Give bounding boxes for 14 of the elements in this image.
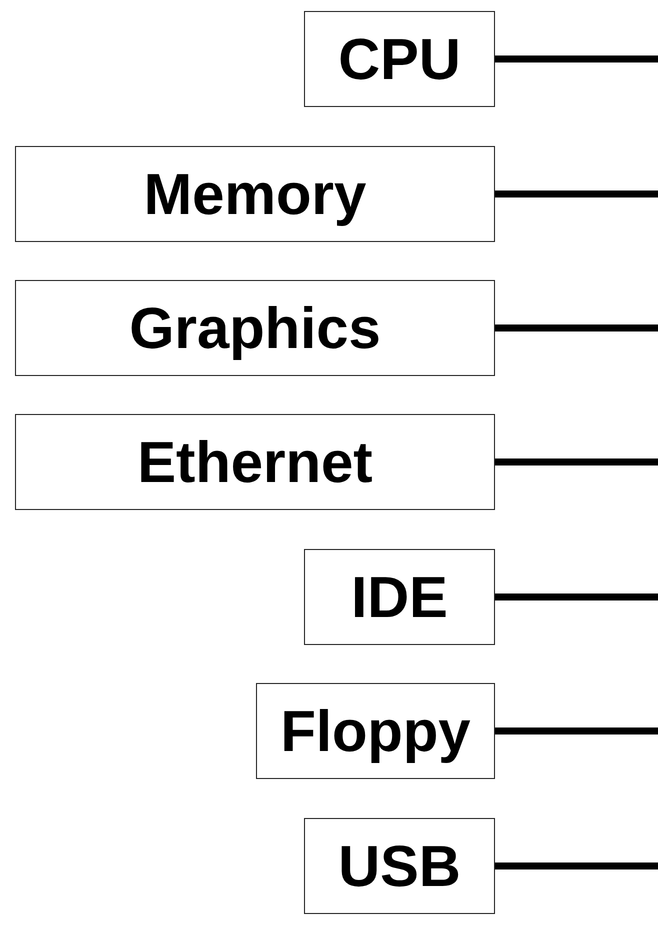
component-box: USB <box>304 818 495 914</box>
component-box: Ethernet <box>15 414 495 510</box>
connector-line <box>495 458 658 466</box>
connector-line <box>495 594 658 600</box>
component-box: IDE <box>304 549 495 645</box>
connector-line <box>495 862 658 870</box>
connector-line <box>495 728 658 734</box>
connector-line <box>495 190 658 198</box>
component-box: Floppy <box>256 683 495 779</box>
component-box: Memory <box>15 146 495 242</box>
connector-line <box>495 56 658 62</box>
component-box: Graphics <box>15 280 495 376</box>
connector-line <box>495 324 658 332</box>
component-box: CPU <box>304 11 495 107</box>
